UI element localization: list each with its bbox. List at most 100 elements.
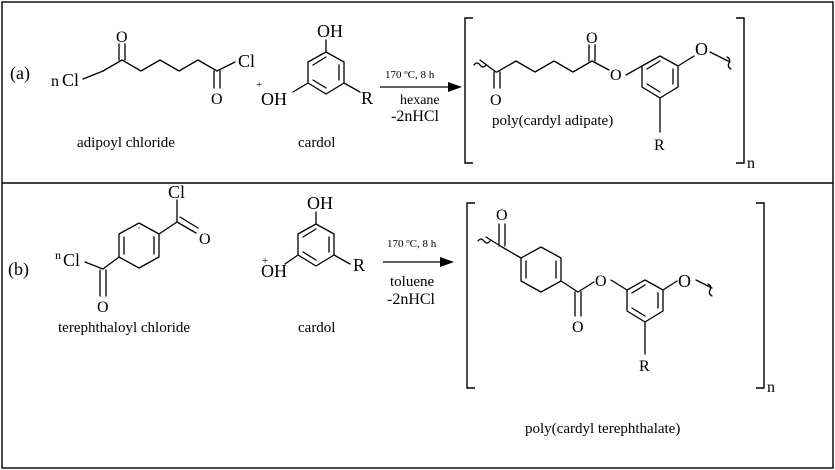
backbone-chain-a [496, 60, 593, 73]
bottom-acyl-bond [102, 256, 120, 270]
o-top-atom-b: O [199, 231, 211, 248]
reaction-a-label: (a) [10, 63, 30, 84]
reaction-arrow-b [383, 257, 454, 267]
ester-o-ring-bond-b [610, 279, 628, 291]
oh-left-atom-a: OH [261, 89, 287, 109]
r-bond-b [333, 254, 351, 265]
coefficient-n-b: n [55, 248, 61, 262]
r-atom-b: R [353, 255, 365, 275]
bracket-left-a [464, 17, 473, 164]
cardol-name-a: cardol [298, 135, 335, 151]
repeat-n-b: n [767, 379, 775, 396]
terephthaloyl-chloride-structure: Cl O n Cl O terephthaloyl chloride [55, 182, 211, 336]
product-ring-b2-inner-1 [631, 284, 646, 294]
reaction-arrow-a [380, 82, 462, 92]
ring-link-bond-b [501, 246, 522, 259]
wavy-bond-left-b [477, 238, 491, 244]
ring-to-ester-bond-b [560, 280, 579, 293]
oh-left-atom-b: OH [261, 261, 287, 281]
adipoyl-chloride-structure: n Cl O O Cl adipoyl chloride [51, 29, 255, 151]
repeat-n-a: n [747, 155, 755, 172]
o-ester-atom-a: O [610, 67, 622, 84]
cardol-ring-b [297, 223, 335, 267]
conditions-byproduct-b: -2nHCl [387, 291, 436, 308]
end-o-bond-a [677, 55, 695, 67]
r-bond-a [343, 82, 361, 93]
end-bond-b [695, 279, 713, 289]
cardol-ring-a-inner-3 [312, 79, 327, 89]
o-top-atom-product-b: O [496, 207, 508, 224]
o-left-atom: O [116, 29, 128, 46]
cardol-ring-b-inner-1 [302, 228, 317, 238]
poly-cardyl-adipate-name: poly(cardyl adipate) [492, 113, 613, 129]
cl-top-atom-b: Cl [168, 182, 185, 202]
bracket-right-a [736, 17, 745, 164]
adipoyl-chloride-name: adipoyl chloride [77, 135, 175, 151]
wavy-bond-left-a [473, 62, 487, 68]
o-end-atom-b: O [678, 271, 691, 291]
product-ring-b1 [520, 246, 562, 293]
plus-sign-a: + [256, 79, 262, 91]
reaction-b-label: (b) [8, 259, 29, 280]
reaction-b: (b) Cl O n Cl O terephthaloyl chloride + [8, 182, 775, 437]
cl-c-bond-left [82, 70, 104, 80]
top-acyl-bond [158, 221, 178, 235]
cardol-ring-a [307, 51, 345, 95]
o-end-atom-a: O [695, 39, 708, 59]
terephthaloyl-chloride-name: terephthaloyl chloride [58, 320, 190, 336]
end-o-bond-b [662, 280, 678, 291]
c-cl-bond-right [216, 61, 236, 72]
o-keto-atom-a: O [490, 92, 502, 109]
conditions-byproduct-a: -2nHCl [391, 108, 440, 125]
r-atom-a: R [361, 88, 373, 108]
coefficient-n-a: n [51, 73, 59, 90]
ester-o-ring-bond-a [625, 65, 643, 76]
conditions-solvent-a: hexane [400, 93, 440, 108]
cardol-structure-b: OH OH R cardol [261, 193, 365, 336]
wavy-bond-right-b [707, 283, 713, 297]
cardol-structure-a: OH OH R cardol [261, 21, 373, 151]
conditions-temp-time-b: 170 ºC, 8 h [387, 238, 437, 250]
plus-sign-b: + [262, 255, 268, 267]
cl-right-atom: Cl [238, 51, 255, 71]
backbone-bond-a1 [479, 59, 497, 73]
poly-cardyl-terephthalate-name: poly(cardyl terephthalate) [525, 421, 680, 437]
top-acyl-o-bond-2 [179, 216, 199, 229]
o-right-atom: O [211, 91, 223, 108]
reaction-a: (a) n Cl O O Cl adipoyl chloride + [10, 17, 755, 172]
product-ring-b2-inner-3 [631, 307, 646, 317]
o-ester-dbl-atom-a: O [586, 30, 598, 47]
product-ring-a-inner-1 [646, 60, 661, 70]
bottom-acyl-cl-bond [84, 261, 104, 270]
bracket-right-b [756, 202, 765, 389]
adipoyl-chain-bonds [102, 59, 218, 72]
r-atom-product-a: R [654, 137, 665, 154]
poly-cardyl-terephthalate-structure: n O O O O R poly( [466, 202, 775, 437]
o-ester-dbl-atom-b: O [572, 319, 584, 336]
ester-single-bond-b [577, 281, 595, 293]
cardol-ring-a-inner-1 [312, 56, 327, 66]
end-bond-a [709, 51, 731, 63]
conditions-solvent-b: toluene [390, 274, 434, 290]
bracket-left-b [466, 202, 475, 389]
cardol-ring-b-inner-3 [302, 251, 317, 261]
ester-single-bond-a [591, 60, 610, 71]
oh-top-atom-a: OH [317, 21, 343, 41]
product-ring-a-inner-3 [646, 83, 661, 93]
wavy-bond-right-a [726, 56, 732, 70]
cl-left-atom-b: Cl [63, 250, 80, 270]
o-ester-atom-b: O [595, 273, 607, 290]
conditions-temp-time-a: 170 ºC, 8 h [385, 69, 435, 81]
terephthaloyl-ring [118, 222, 160, 269]
oh-top-atom-b: OH [307, 193, 333, 213]
oh-left-bond-b [284, 254, 299, 265]
oh-left-bond-a [292, 82, 309, 93]
cardol-name-b: cardol [298, 320, 335, 336]
r-atom-product-b: R [639, 358, 650, 375]
top-acyl-o-bond [176, 221, 197, 234]
o-bottom-atom-b: O [97, 299, 109, 316]
cl-left-atom: Cl [62, 70, 79, 90]
poly-cardyl-adipate-structure: n O O O O R poly(cardyl adipate) [464, 17, 755, 172]
